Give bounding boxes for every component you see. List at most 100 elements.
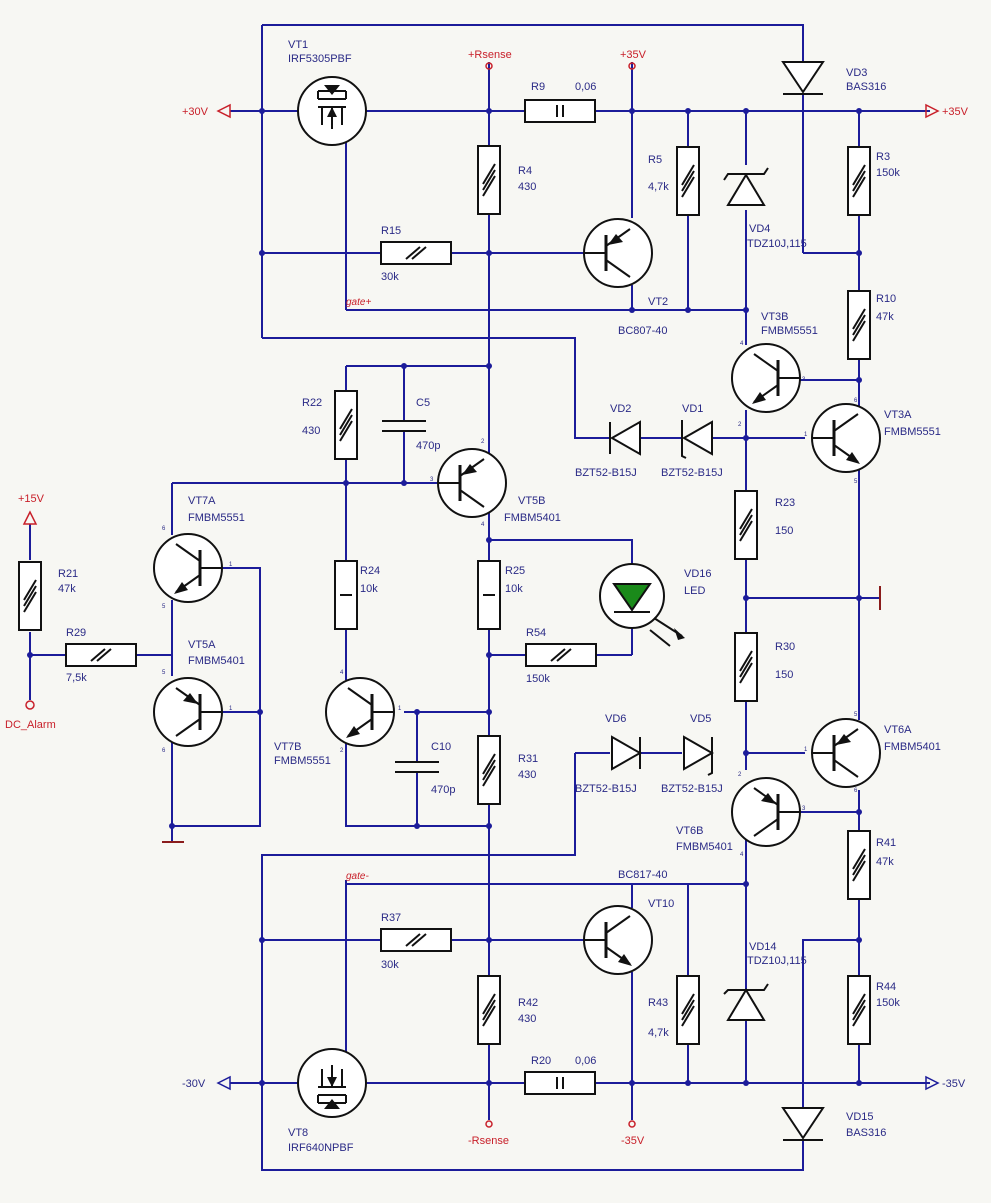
vt1-part: IRF5305PBF: [288, 53, 352, 65]
r3-value: 150k: [876, 167, 900, 179]
pin-number: 4: [340, 670, 344, 676]
vt6b-symbol: [730, 776, 802, 848]
pin-number: 5: [162, 604, 166, 610]
r25-ref: R25: [505, 565, 525, 577]
vt8-symbol: [297, 1048, 367, 1118]
capacitor-labels: C5 470p C10 470p: [416, 397, 455, 796]
r31-ref: R31: [518, 753, 538, 765]
resistor-labels: R9 0,06 R4 430 R5 4,7k R3 150k R15 30k R…: [58, 81, 900, 1067]
vd4-ref: VD4: [749, 223, 770, 235]
pin-number: 5: [162, 670, 166, 676]
vt8-ref: VT8: [288, 1127, 308, 1139]
r42-ref: R42: [518, 997, 538, 1009]
pin-number: 3: [802, 377, 806, 383]
pin-number: 4: [740, 852, 744, 858]
vd5-symbol: [683, 735, 715, 776]
pin-number: 6: [854, 788, 858, 794]
vt5a-symbol: [152, 676, 224, 748]
vt3b-symbol: [730, 342, 802, 414]
vt5a-part: FMBM5401: [188, 655, 245, 667]
r29-value: 7,5k: [66, 672, 87, 684]
power-label-n35-bottom: -35V: [621, 1135, 645, 1147]
pin-number: 1: [804, 432, 808, 438]
vt3a-ref: VT3A: [884, 409, 912, 421]
r9-ref: R9: [531, 81, 545, 93]
r4-ref: R4: [518, 165, 532, 177]
r44-ref: R44: [876, 981, 896, 993]
vd3-ref: VD3: [846, 67, 867, 79]
vd15-ref: VD15: [846, 1111, 874, 1123]
c10-symbol: [394, 761, 440, 773]
vd16-part: LED: [684, 585, 705, 597]
r24-ref: R24: [360, 565, 380, 577]
vt7b-symbol: [324, 676, 396, 748]
net-label-dc-alarm: DC_Alarm: [5, 719, 56, 731]
vd4-part: TDZ10J,115: [747, 238, 807, 250]
vt6a-ref: VT6A: [884, 724, 912, 736]
vd6-part: BZT52-B15J: [575, 783, 637, 795]
r54-symbol: [525, 643, 597, 667]
r4-value: 430: [518, 181, 536, 193]
vt6b-ref: VT6B: [676, 825, 704, 837]
c5-ref: C5: [416, 397, 430, 409]
r29-symbol: [65, 643, 137, 667]
power-label-p35-top: +35V: [620, 49, 647, 61]
r43-value: 4,7k: [648, 1027, 669, 1039]
vt2-ref: VT2: [648, 296, 668, 308]
r4-symbol: [477, 145, 501, 215]
r15-symbol: [380, 241, 452, 265]
pin-number: 6: [162, 748, 166, 754]
vt8-part: IRF640NPBF: [288, 1142, 354, 1154]
r24-value: 10k: [360, 583, 378, 595]
vt5b-part: FMBM5401: [504, 512, 561, 524]
c10-ref: C10: [431, 741, 451, 753]
r10-value: 47k: [876, 311, 894, 323]
pin-number: 1: [804, 747, 808, 753]
vt7a-part: FMBM5551: [188, 512, 245, 524]
vd6-ref: VD6: [605, 713, 626, 725]
r30-symbol: [734, 632, 758, 702]
r22-ref: R22: [302, 397, 322, 409]
r30-value: 150: [775, 669, 793, 681]
net-label-gate-p: gate+: [346, 297, 371, 308]
r23-ref: R23: [775, 497, 795, 509]
pin-number: 2: [738, 422, 742, 428]
r23-symbol: [734, 490, 758, 560]
vt7a-symbol: [152, 532, 224, 604]
r3-symbol: [847, 146, 871, 216]
power-label-rsense-n: -Rsense: [468, 1135, 509, 1147]
c10-value: 470p: [431, 784, 455, 796]
vd16-ref: VD16: [684, 568, 712, 580]
diode-labels: VD3 BAS316 VD4 TDZ10J,115 VD2 BZT52-B15J…: [575, 67, 886, 1139]
vt6a-part: FMBM5401: [884, 741, 941, 753]
vd4-symbol: [723, 167, 769, 206]
pin-number: 4: [740, 341, 744, 347]
power-label-p30: +30V: [182, 106, 209, 118]
r42-value: 430: [518, 1013, 536, 1025]
net-label-gate-n: gate-: [346, 871, 369, 882]
c5-symbol: [381, 420, 427, 432]
vt5a-ref: VT5A: [188, 639, 216, 651]
vt3a-part: FMBM5551: [884, 426, 941, 438]
vt7a-ref: VT7A: [188, 495, 216, 507]
vd14-symbol: [723, 983, 769, 1021]
r25-symbol: [477, 560, 501, 630]
pin-number: 2: [738, 772, 742, 778]
r42-symbol: [477, 975, 501, 1045]
vt6b-part: FMBM5401: [676, 841, 733, 853]
vd5-part: BZT52-B15J: [661, 783, 723, 795]
pin-number: 6: [162, 526, 166, 532]
vd16-symbol: [599, 563, 685, 647]
pin-number: 2: [481, 439, 485, 445]
vt7b-ref: VT7B: [274, 741, 302, 753]
vd2-symbol: [609, 420, 641, 456]
power-label-n30: -30V: [182, 1078, 206, 1090]
r3-ref: R3: [876, 151, 890, 163]
r22-symbol: [334, 390, 358, 460]
junction-dots: [27, 108, 862, 1086]
vd15-part: BAS316: [846, 1127, 886, 1139]
pin-number: 3: [802, 806, 806, 812]
r21-ref: R21: [58, 568, 78, 580]
pin-numbers: 4 2 3 6 1 5 2 3 4 6 1 5 5 1 6 4 1 2 5 1 …: [162, 341, 858, 858]
